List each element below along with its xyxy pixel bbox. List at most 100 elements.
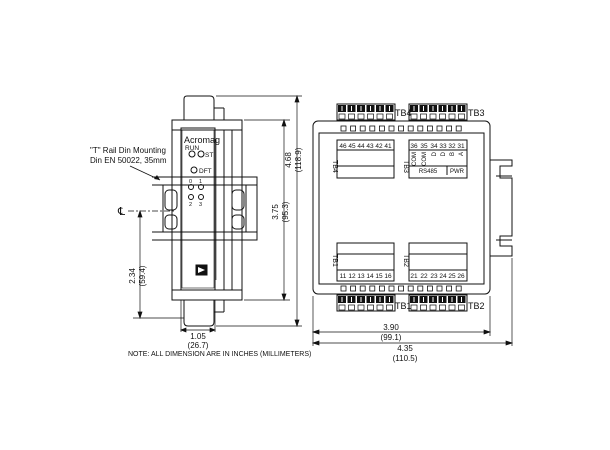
tb3-number: 31	[457, 143, 465, 150]
wire-entry-tb2	[420, 304, 427, 311]
led-st-label: ST	[205, 152, 213, 159]
dim-horizontal-bottom	[311, 258, 514, 346]
led-st	[197, 150, 205, 158]
tb3-side-label: TB3	[402, 160, 409, 173]
housing-outer	[171, 119, 243, 301]
dim-4-68-mm: (118.9)	[294, 147, 303, 172]
wire-entry-tb2	[448, 304, 456, 311]
tb4-label-panel	[336, 139, 395, 179]
rail-note: "T" Rail Din Mounting Din EN 50022, 35mm	[90, 146, 167, 181]
led-3	[198, 194, 204, 200]
dim-vertical-right	[216, 94, 302, 328]
tb3-signal: COM	[412, 152, 418, 166]
dim-4-35-in: 4.35	[397, 344, 413, 353]
tb-labels: TB4 TB3 TB1 TB2 TB4 TB3 TB1 TB2	[331, 108, 485, 311]
tb1-numbers: 11 12 13 14 15 16	[340, 273, 392, 280]
led-2-label: 2	[189, 202, 192, 208]
wire-entry-tb4	[386, 113, 393, 120]
tb3-number: 34	[430, 143, 438, 150]
tb2-block	[408, 294, 468, 312]
housing-slot	[455, 125, 462, 132]
dim-4-68-in: 4.68	[284, 152, 293, 168]
housing-slot	[369, 125, 376, 132]
bottom-terminal-side	[183, 300, 215, 327]
body-outer	[312, 120, 491, 295]
housing-slot	[340, 125, 347, 132]
wire-entry-tb3	[429, 113, 437, 120]
housing-slot	[359, 285, 366, 292]
housing-slot	[388, 285, 395, 292]
tb3-name: TB3	[468, 108, 485, 118]
wire-entry-tb1	[376, 304, 384, 311]
tb1-number: 14	[366, 273, 374, 280]
tb3-signal: COM	[422, 152, 428, 166]
housing-slot	[340, 285, 347, 292]
tb3-number: 32	[448, 143, 456, 150]
wire-entry-tb3	[420, 113, 427, 120]
tb3-numbers: 36 35 34 33 32 31	[410, 143, 465, 150]
dim-2-34-mm: (59.4)	[138, 265, 147, 286]
tb2-number: 24	[439, 273, 447, 280]
dim-3-90-mm: (99.1)	[381, 333, 402, 342]
housing-slot	[436, 125, 443, 132]
tb1-block	[336, 294, 396, 312]
led-0	[188, 184, 194, 190]
tb3-group-rs485: RS485	[419, 169, 438, 175]
dim-1-05-in: 1.05	[190, 332, 206, 341]
tb3-label-panel	[408, 139, 468, 179]
tb2-side-label: TB2	[402, 254, 409, 267]
tb2-number: 22	[420, 273, 428, 280]
dim-2-34-in: 2.34	[128, 268, 137, 284]
tb1-label-panel	[336, 242, 395, 282]
rail-note-line2: Din EN 50022, 35mm	[90, 156, 167, 165]
tb3-signals: COM COM D D B A RS485 PWR	[412, 151, 465, 175]
housing-slot	[446, 285, 453, 292]
tb4-number: 43	[366, 143, 374, 150]
front-view	[152, 95, 258, 327]
housing-slot	[350, 285, 357, 292]
dim-3-90-in: 3.90	[383, 323, 399, 332]
wire-entry-tb1	[338, 304, 346, 311]
led-0-label: 0	[189, 179, 192, 185]
tb3-signal: D	[432, 151, 438, 156]
top-terminal-side	[183, 95, 215, 120]
tb1-number: 13	[357, 273, 365, 280]
led-2	[188, 194, 194, 200]
housing-slot	[398, 125, 405, 132]
housing-slot	[417, 285, 424, 292]
front-view-labels: Acromag RUN ST DFT 0 1 2 3	[184, 135, 220, 208]
housing-slot	[359, 125, 366, 132]
wire-entry-tb1	[367, 304, 374, 311]
housing-slot	[378, 125, 385, 132]
wire-entry-tb3	[410, 113, 418, 120]
housing-slot	[350, 125, 357, 132]
wire-entry-tb2	[458, 304, 465, 311]
housing-slot	[426, 125, 433, 132]
tb4-side-label: TB4	[331, 160, 338, 173]
wire-entry-tb1	[357, 304, 365, 311]
tb4-number: 45	[348, 143, 356, 150]
wire-entry-tb4	[376, 113, 384, 120]
housing-slot	[436, 285, 443, 292]
housing-slot	[407, 285, 414, 292]
centerline: ℄	[117, 206, 175, 218]
tb2-number: 21	[410, 273, 418, 280]
tb4-numbers: 46 45 44 43 42 41	[339, 143, 392, 150]
tb4-number: 41	[384, 143, 392, 150]
led-1-label: 1	[199, 179, 202, 185]
dim-2-34	[133, 209, 184, 320]
tb3-number: 33	[439, 143, 447, 150]
din-rail	[152, 176, 258, 241]
tb3-signal: D	[441, 151, 447, 156]
wire-entry-tb4	[357, 113, 365, 120]
dim-4-35-mm: (110.5)	[393, 354, 418, 363]
wire-entry-tb3	[458, 113, 465, 120]
led-dft-label: DFT	[199, 168, 212, 175]
wire-entry-tb2	[439, 304, 446, 311]
tb2-number: 23	[430, 273, 438, 280]
centerline-symbol: ℄	[117, 206, 125, 218]
tb3-block	[408, 103, 468, 121]
housing-slot	[417, 125, 424, 132]
housing-slot	[446, 125, 453, 132]
